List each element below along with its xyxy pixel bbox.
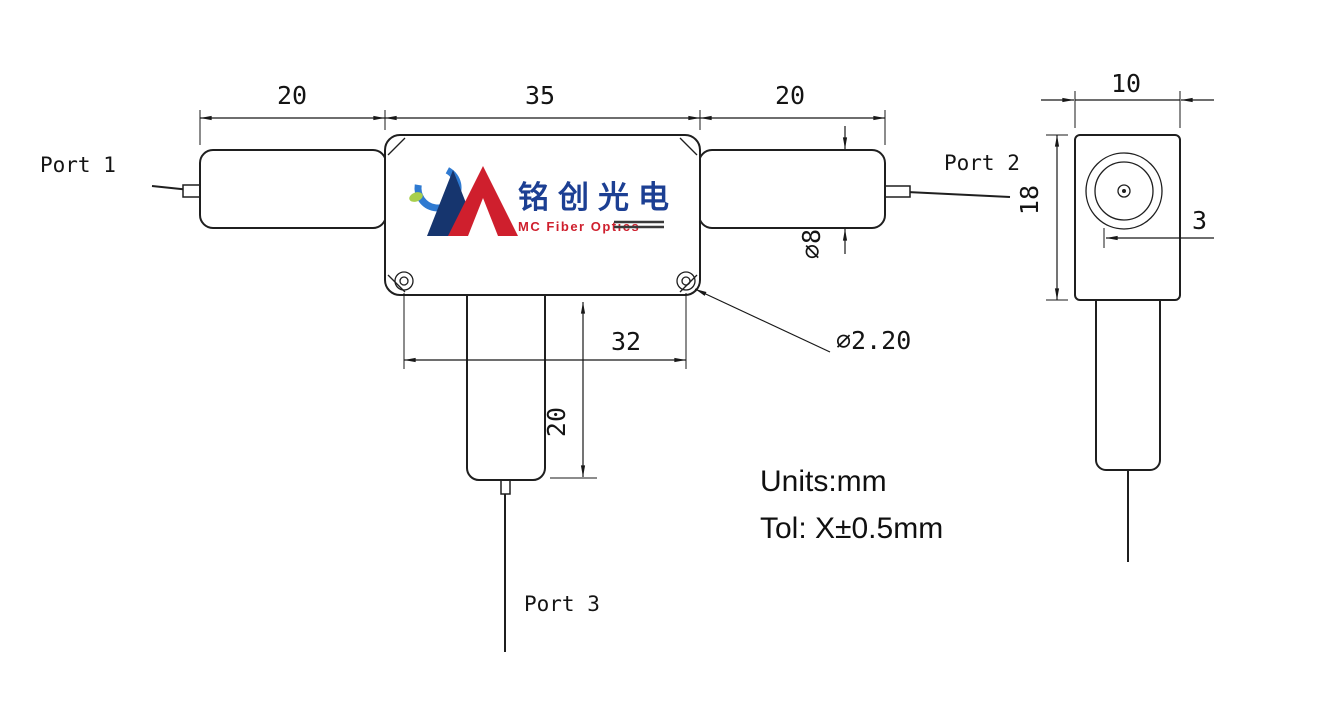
dim-hole-spacing: 32 <box>403 293 687 369</box>
mounting-hole-right-inner <box>681 276 691 286</box>
dim-side-height-label: 18 <box>1015 185 1044 215</box>
port1-boot <box>182 184 202 198</box>
body-chamfer-tl <box>387 137 406 156</box>
logo: 铭创光电 MC Fiber Optics <box>409 164 678 236</box>
side-body <box>1074 134 1181 301</box>
front-view: 铭创光电 MC Fiber Optics 20 35 20 ⌀8 <box>40 81 1020 652</box>
right-collimator-tube <box>698 149 886 229</box>
logo-chinese-text: 铭创光电 <box>518 180 678 216</box>
dim-hole-diameter-label: ⌀2.20 <box>836 326 911 355</box>
side-view: 10 18 3 <box>1015 69 1214 562</box>
dim-bottom-tube-length-label: 20 <box>542 407 571 437</box>
dim-body-length-label: 35 <box>525 81 555 110</box>
dim-side-width: 10 <box>1041 69 1214 128</box>
side-tube-inner-circle <box>1094 161 1154 221</box>
body-chamfer-tr <box>679 137 698 156</box>
mounting-hole-left <box>394 271 414 291</box>
notes: Units:mm Tol: X±0.5mm <box>760 465 943 545</box>
dim-side-offset-label: 3 <box>1192 206 1207 235</box>
logo-leaf <box>409 192 423 202</box>
side-bottom-tube <box>1095 299 1161 471</box>
port2-boot <box>884 185 911 198</box>
logo-mountain-red-cutout <box>468 198 498 236</box>
left-collimator-tube <box>199 149 387 229</box>
dim-left-tube-length-label: 20 <box>277 81 307 110</box>
port3-boot <box>500 479 511 495</box>
dim-side-width-label: 10 <box>1111 69 1141 98</box>
main-body <box>384 134 701 296</box>
dim-right-tube-length-label: 20 <box>775 81 805 110</box>
units-note: Units:mm <box>760 465 887 498</box>
side-fiber-bore-circle <box>1117 184 1131 198</box>
side-fiber-core-dot <box>1122 189 1126 193</box>
dim-hole-diameter: ⌀2.20 <box>694 288 911 355</box>
port2-label: Port 2 <box>944 151 1020 175</box>
mounting-hole-right <box>676 271 696 291</box>
dim-bottom-tube: 20 <box>542 302 597 479</box>
dim-top-lengths: 20 35 20 <box>199 81 886 145</box>
bottom-tube <box>466 294 546 481</box>
dim-side-offset: 3 <box>1103 206 1214 248</box>
dim-side-height: 18 <box>1015 134 1068 301</box>
port1-label: Port 1 <box>40 153 116 177</box>
tolerance-note: Tol: X±0.5mm <box>760 512 943 545</box>
mounting-hole-left-inner <box>399 276 409 286</box>
dim-tube-diameter-label: ⌀8 <box>797 229 826 259</box>
dim-tube-diameter: ⌀8 <box>797 126 848 259</box>
dim-hole-spacing-label: 32 <box>611 327 641 356</box>
side-tube-outer-circle <box>1085 152 1163 230</box>
logo-english-text: MC Fiber Optics <box>518 219 640 234</box>
port3-label: Port 3 <box>524 592 600 616</box>
